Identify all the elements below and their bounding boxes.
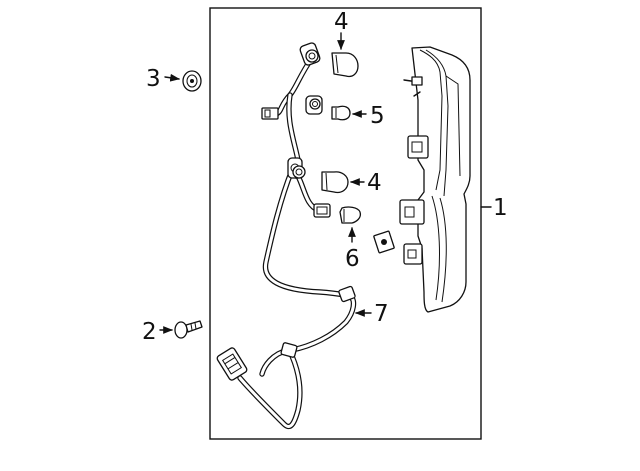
socket-lower: [292, 165, 306, 179]
callout-2: 2: [142, 319, 157, 345]
callout-1: 1: [493, 195, 508, 221]
bulb-4-upper: [331, 52, 359, 78]
bulb-4-middle: [321, 171, 349, 194]
callout-3: 3: [146, 66, 161, 92]
callout-5: 5: [370, 103, 385, 129]
connector-small: [261, 107, 279, 120]
connector-side: [313, 203, 331, 218]
bulb-5: [331, 105, 351, 121]
assembly-frame: [209, 7, 482, 440]
bolt-part-2: [174, 320, 203, 339]
callout-6: 6: [345, 246, 360, 272]
tail-lamp-housing: [399, 46, 471, 313]
connector-pigtail-end: [216, 347, 248, 381]
leader-3: [164, 73, 180, 82]
bulb-6: [339, 206, 362, 224]
retainer-nut: [373, 230, 395, 254]
grommet-part-3: [182, 70, 202, 92]
callout-4-upper: 4: [334, 9, 349, 35]
socket-upper: [299, 42, 321, 66]
callout-4-middle: 4: [367, 170, 382, 196]
callout-7: 7: [374, 301, 389, 327]
socket-middle: [305, 95, 323, 115]
